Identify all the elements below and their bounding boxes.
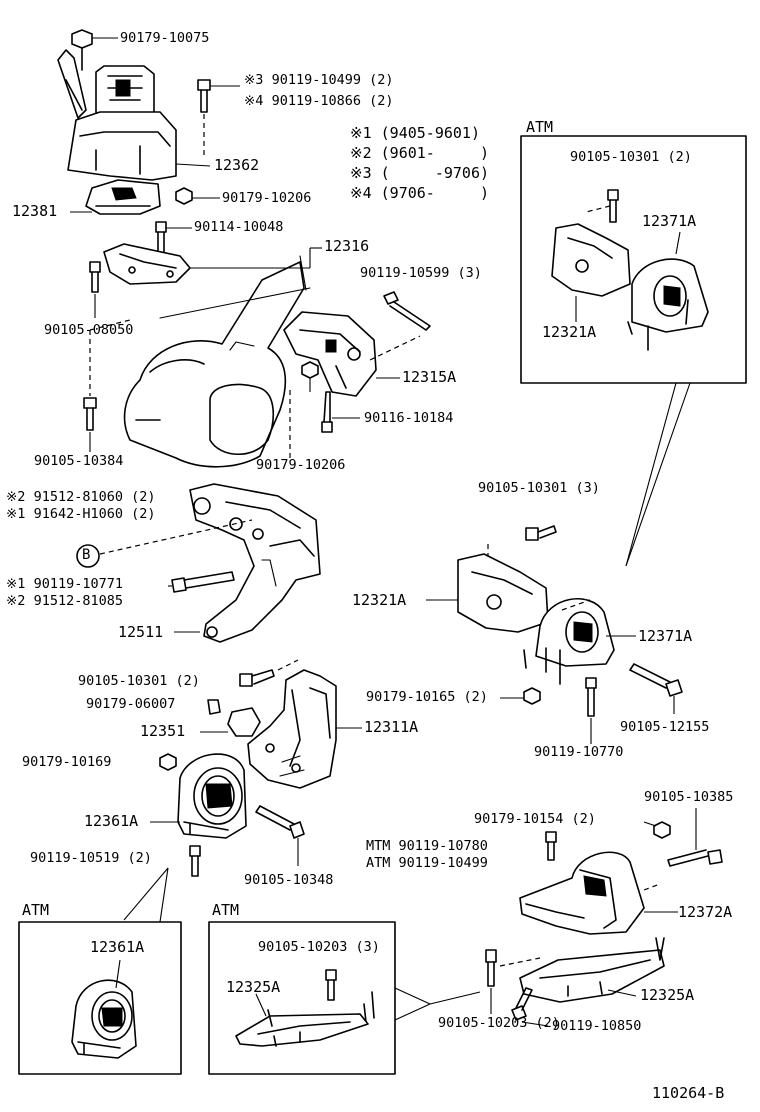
- atm-box-2: [18, 921, 182, 1075]
- note-3: ※3 ( -9706): [350, 164, 490, 182]
- label-12321A: 12321A: [352, 591, 407, 609]
- label-12315A: 12315A: [402, 368, 457, 386]
- label-91512-81085-note2: ※2 91512-81085: [6, 593, 123, 609]
- bolt-90105-10384: [83, 397, 97, 452]
- label-90119-10771-note1: ※1 90119-10771: [6, 576, 123, 592]
- label-12311A: 12311A: [364, 718, 419, 736]
- engine-mount-12361A: [123, 753, 305, 923]
- label-90179-10169: 90179-10169: [22, 754, 112, 770]
- atm-box-1-label-12371A: 12371A: [642, 212, 697, 230]
- atm-box-3-title: ATM: [212, 901, 240, 919]
- label-91642-H1060-note1: ※1 91642-H1060 (2): [6, 506, 156, 522]
- label-91512-81060-note2: ※2 91512-81060 (2): [6, 489, 156, 505]
- transmission-outline: [89, 255, 311, 468]
- label-90179-10154: 90179-10154 (2): [474, 811, 596, 827]
- label-90105-10385: 90105-10385: [644, 789, 734, 805]
- note-1: ※1 (9405-9601): [350, 124, 480, 142]
- atm-box-1: [520, 135, 747, 567]
- label-12362: 12362: [214, 156, 260, 174]
- atm-box-3-label-90105-10203: 90105-10203 (3): [258, 939, 380, 955]
- label-90114-10048: 90114-10048: [194, 219, 284, 235]
- label-90105-10384: 90105-10384: [34, 453, 124, 469]
- label-90179-10075: 90179-10075: [120, 30, 210, 46]
- bracket-12381: [70, 179, 161, 215]
- note-4: ※4 (9706- ): [350, 184, 490, 202]
- label-mtm-90119-10780: MTM 90119-10780: [366, 838, 488, 854]
- diagram-id: 110264-B: [652, 1084, 725, 1102]
- label-12361A: 12361A: [84, 812, 139, 830]
- label-90105-10203-2: 90105-10203 (2): [438, 1015, 560, 1031]
- label-12371A: 12371A: [638, 627, 693, 645]
- bracket-12311A: [200, 659, 362, 789]
- label-90119-10770: 90119-10770: [534, 744, 624, 760]
- label-90179-10206-top: 90179-10206: [222, 190, 312, 206]
- bracket-12325A: [485, 937, 665, 1027]
- label-90119-10519: 90119-10519 (2): [30, 850, 152, 866]
- engine-mount-12362: [57, 29, 240, 181]
- bracket-12315A: [283, 291, 431, 460]
- label-90105-12155: 90105-12155: [620, 719, 710, 735]
- label-12381: 12381: [12, 202, 58, 220]
- label-90119-10599: 90119-10599 (3): [360, 265, 482, 281]
- label-atm-90119-10499: ATM 90119-10499: [366, 855, 488, 871]
- atm-box-1-title: ATM: [526, 118, 554, 136]
- label-90119-10850: 90119-10850: [552, 1018, 642, 1034]
- nut-90179-10206: [175, 187, 220, 205]
- label-90119-10499-note3: ※3 90119-10499 (2): [244, 72, 394, 88]
- label-12351: 12351: [140, 722, 186, 740]
- label-90179-06007: 90179-06007: [86, 696, 176, 712]
- bracket-12511: [76, 483, 321, 643]
- note-2: ※2 (9601- ): [350, 144, 490, 162]
- atm-box-1-label-90105-10301: 90105-10301 (2): [570, 149, 692, 165]
- label-90105-10348: 90105-10348: [244, 872, 334, 888]
- label-12372A: 12372A: [678, 903, 733, 921]
- label-90105-10301-3: 90105-10301 (3): [478, 480, 600, 496]
- label-90179-10165: 90179-10165 (2): [366, 689, 488, 705]
- atm-box-1-label-12321A: 12321A: [542, 323, 597, 341]
- atm-box-3-label-12325A: 12325A: [226, 978, 281, 996]
- circle-b-marker: B: [82, 547, 91, 563]
- label-90105-10301-2: 90105-10301 (2): [78, 673, 200, 689]
- atm-box-3: [208, 921, 481, 1075]
- mount-12372A: [519, 808, 723, 935]
- label-90179-10206-mid: 90179-10206: [256, 457, 346, 473]
- label-90116-10184: 90116-10184: [364, 410, 454, 426]
- mount-12321A-12371A: [426, 525, 683, 744]
- label-90105-08050: 90105-08050: [44, 322, 134, 338]
- atm-box-2-label-12361A: 12361A: [90, 938, 145, 956]
- label-12511: 12511: [118, 623, 164, 641]
- label-90119-10866-note4: ※4 90119-10866 (2): [244, 93, 394, 109]
- atm-box-2-title: ATM: [22, 901, 50, 919]
- label-12316: 12316: [324, 237, 370, 255]
- label-12325A: 12325A: [640, 986, 695, 1004]
- bracket-12316: [89, 221, 322, 318]
